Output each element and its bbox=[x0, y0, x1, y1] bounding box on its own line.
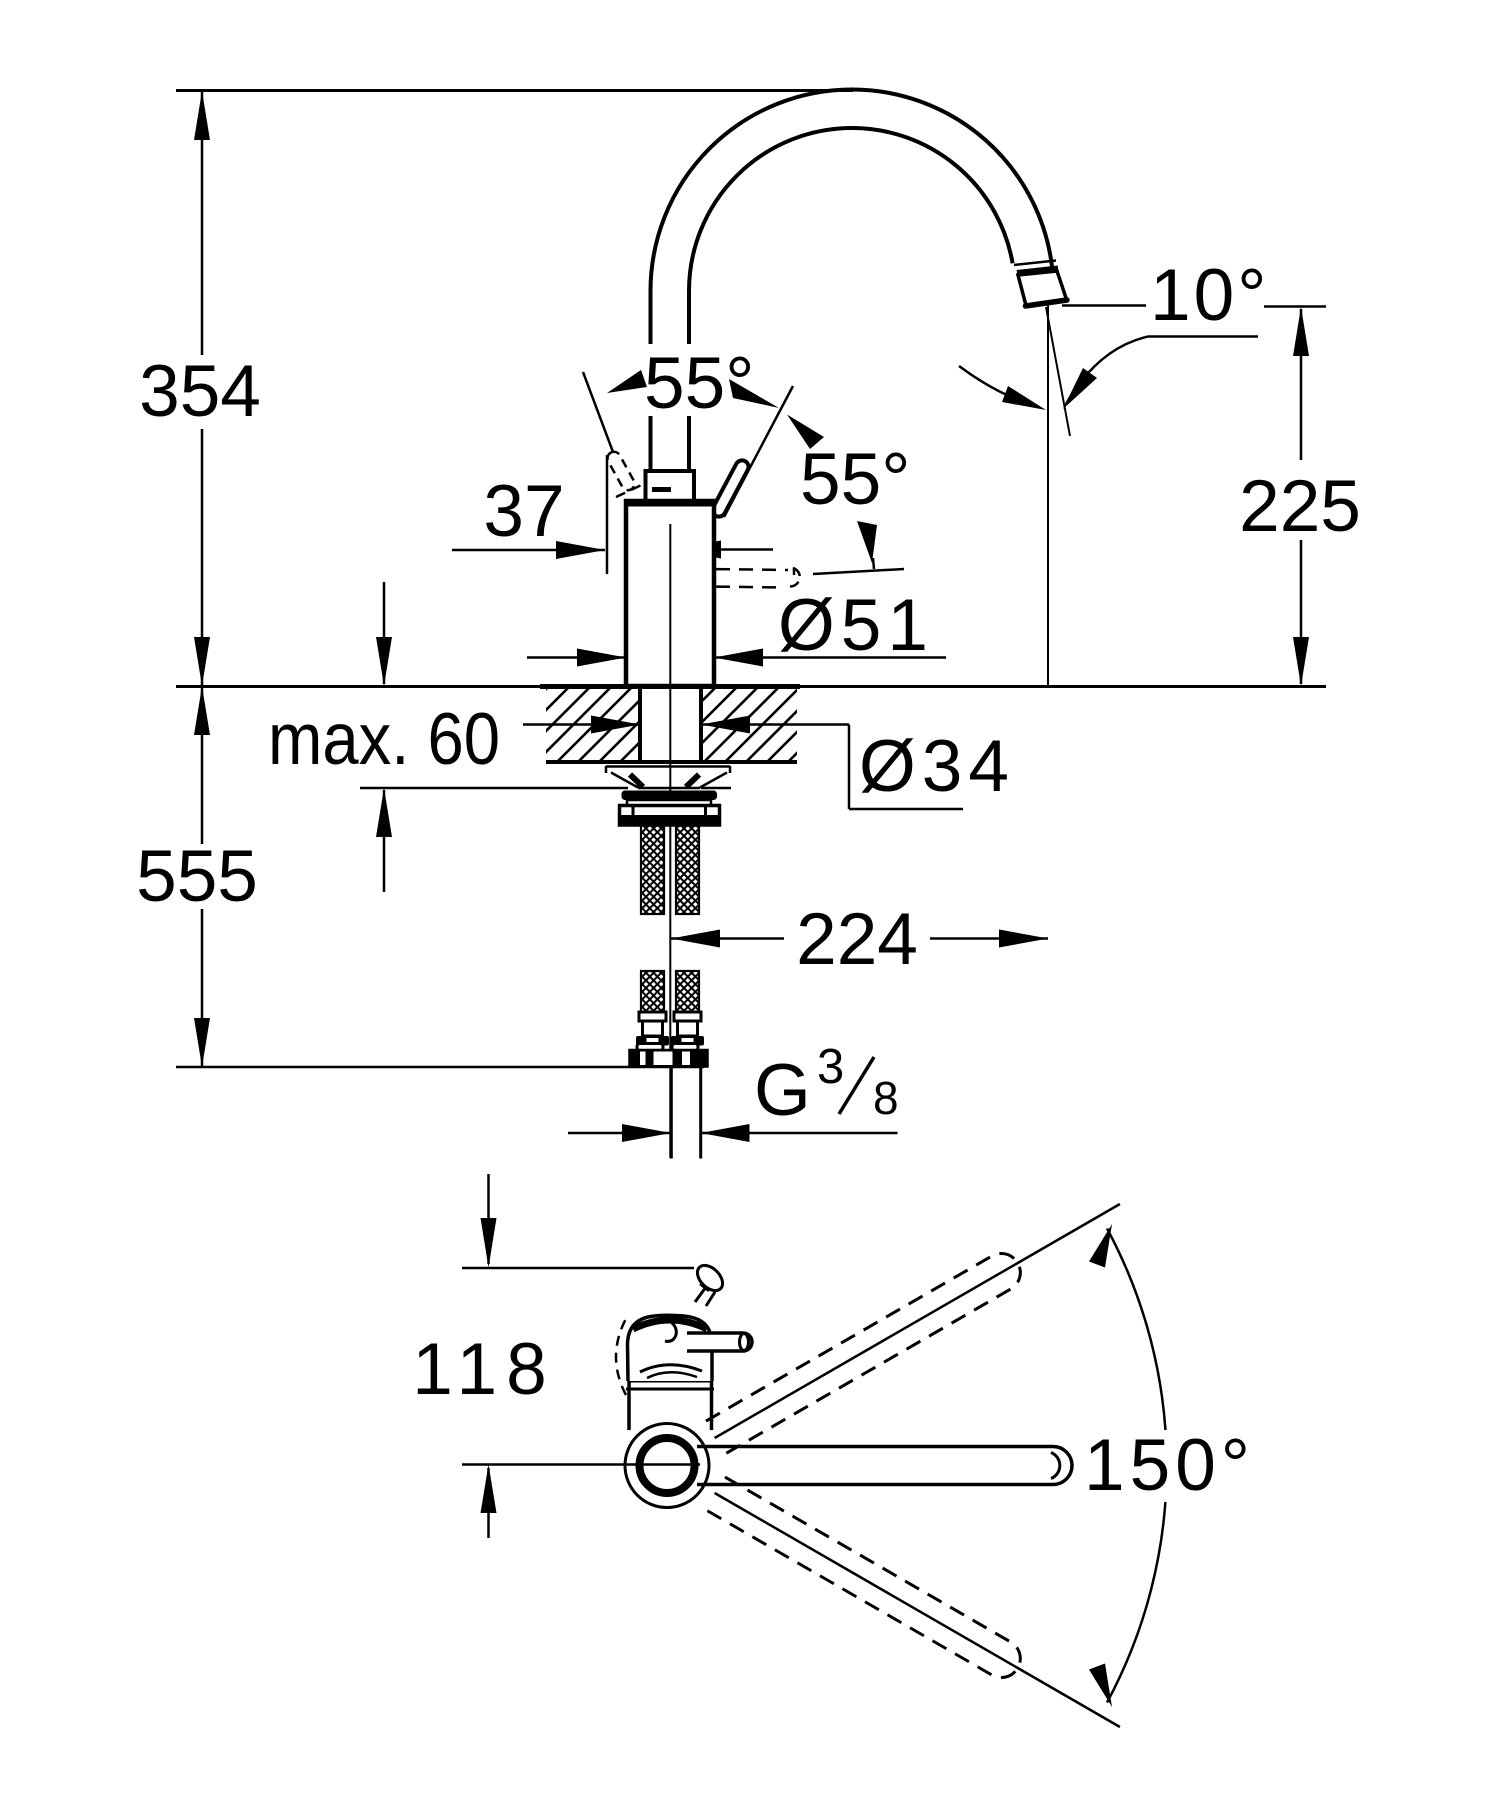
svg-text:55°: 55° bbox=[800, 439, 910, 520]
svg-text:225: 225 bbox=[1239, 466, 1361, 547]
svg-text:354: 354 bbox=[139, 351, 261, 432]
svg-text:555: 555 bbox=[136, 836, 258, 917]
svg-text:10°: 10° bbox=[1150, 255, 1269, 336]
svg-text:8: 8 bbox=[873, 1072, 899, 1124]
svg-text:max. 60: max. 60 bbox=[268, 699, 500, 780]
svg-text:37: 37 bbox=[483, 471, 564, 552]
svg-text:118: 118 bbox=[412, 1329, 555, 1410]
svg-text:150°: 150° bbox=[1084, 1425, 1255, 1506]
svg-text:G: G bbox=[754, 1050, 811, 1131]
svg-text:224: 224 bbox=[796, 899, 918, 980]
svg-text:55°: 55° bbox=[644, 343, 754, 424]
svg-text:Ø34: Ø34 bbox=[859, 726, 1015, 807]
svg-text:Ø51: Ø51 bbox=[778, 585, 934, 666]
svg-text:3: 3 bbox=[817, 1040, 844, 1094]
